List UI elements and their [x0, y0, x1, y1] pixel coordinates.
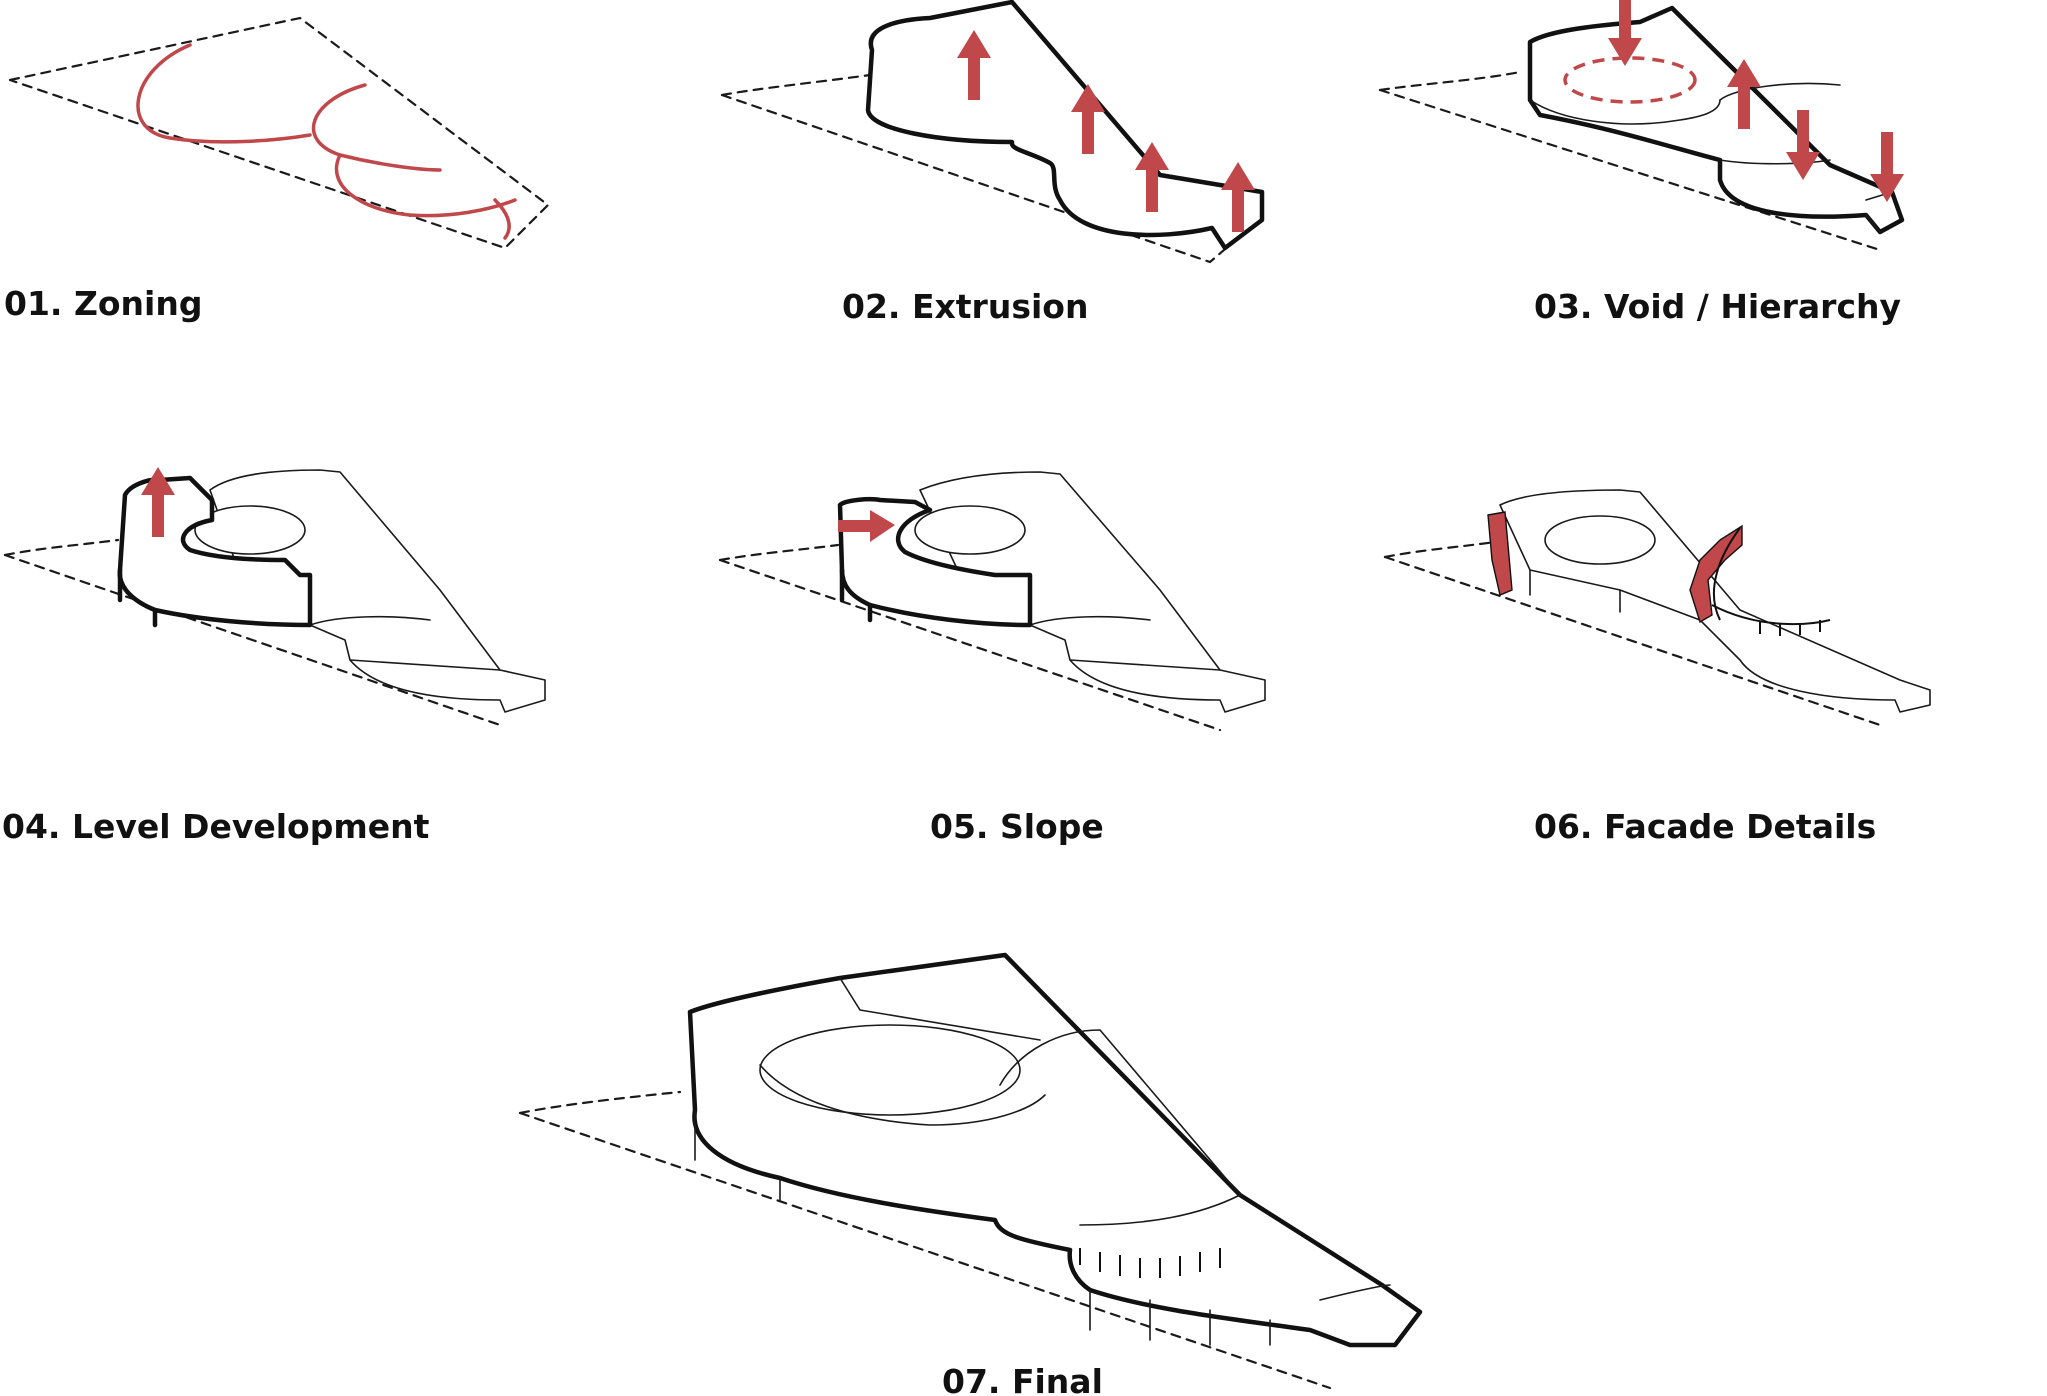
- hierarchy-mass: [1527, 5, 1905, 235]
- step-03-label: 03. Void / Hierarchy: [1534, 287, 1901, 326]
- facade-fins-left: [1487, 511, 1513, 596]
- step-05-label: 05. Slope: [930, 807, 1104, 846]
- final-courtyard: [759, 1024, 1021, 1116]
- zone-arc-lower: [334, 153, 517, 218]
- zone-arc-middle: [311, 83, 442, 172]
- step-06-facade-diagram: [1383, 489, 1931, 727]
- step-01-label: 01. Zoning: [4, 284, 202, 323]
- step-07-final-diagram: [518, 952, 1423, 1390]
- step-06-label: 06. Facade Details: [1534, 807, 1876, 846]
- step-01-zoning-diagram: [8, 16, 550, 250]
- step-03-void-diagram: [1378, 0, 1905, 252]
- slope-arrow-right: [838, 510, 895, 542]
- step-04-label: 04. Level Development: [2, 807, 430, 846]
- extruded-mass: [865, 0, 1265, 251]
- step-02-extrusion-diagram: [720, 0, 1267, 264]
- final-facade-fins: [1079, 1248, 1221, 1278]
- zone-arc-large: [136, 43, 312, 144]
- step-05-slope-diagram: [718, 471, 1266, 732]
- zone-arc-small: [493, 198, 511, 240]
- final-mass-outline: [687, 952, 1423, 1348]
- facade-fins-arc: [1689, 524, 1743, 624]
- step-02-label: 02. Extrusion: [842, 287, 1088, 326]
- void-outline: [1563, 56, 1697, 104]
- step-04-level-development-diagram: [3, 467, 546, 727]
- step-07-label: 07. Final: [942, 1362, 1103, 1396]
- facade-fins-ribs: [1711, 527, 1831, 636]
